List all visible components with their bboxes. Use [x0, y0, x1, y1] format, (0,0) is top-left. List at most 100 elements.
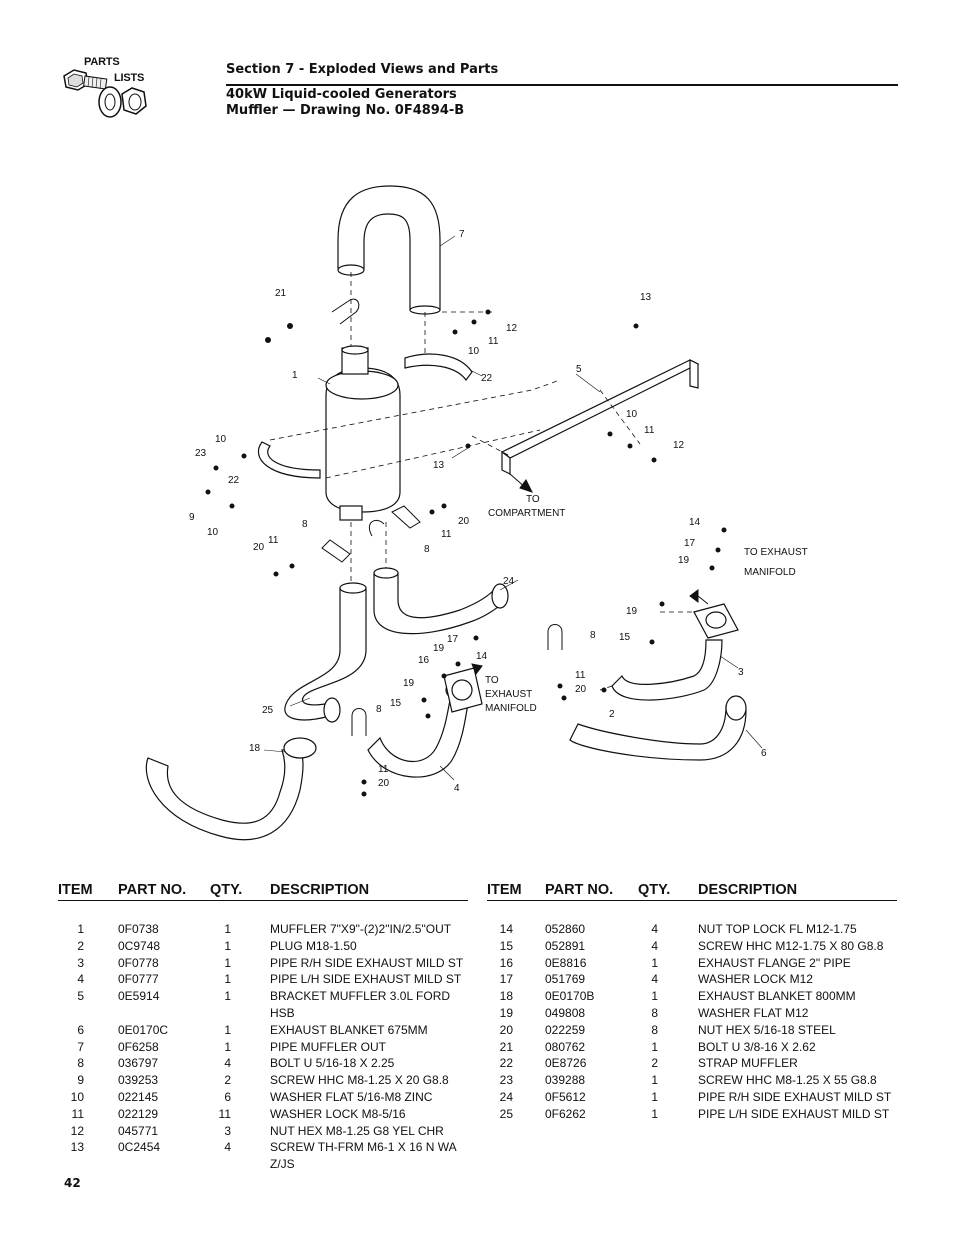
table-row-continuation: Z/JS	[58, 1157, 468, 1174]
header-item: ITEM	[487, 882, 522, 898]
cell-description: BRACKET MUFFLER 3.0L FORD	[270, 989, 451, 1004]
cell-qty: 1	[224, 1039, 231, 1054]
cell-qty: 3	[224, 1123, 231, 1138]
callout: 7	[459, 229, 465, 240]
cell-part-no: 022259	[545, 1022, 586, 1037]
cell-item: 2	[77, 938, 84, 953]
cell-part-no: 0F5612	[545, 1089, 586, 1104]
cell-part-no: 0C9748	[118, 938, 161, 953]
cell-qty: 4	[224, 1056, 231, 1071]
cell-item: 1	[77, 922, 84, 936]
callout: 23	[195, 448, 207, 459]
cell-qty: 1	[224, 989, 231, 1004]
cell-item: 18	[499, 989, 513, 1004]
callout: 10	[626, 409, 638, 420]
header-qty: QTY.	[638, 882, 671, 898]
cell-description: PLUG M18-1.50	[270, 938, 357, 953]
cell-part-no: 0F0778	[118, 955, 159, 970]
callout: 8	[590, 630, 596, 641]
callout: 19	[678, 555, 690, 566]
callout: 13	[433, 460, 445, 471]
callout: 25	[262, 705, 274, 716]
header-qty: QTY.	[210, 882, 243, 898]
cell-item: 17	[499, 972, 513, 987]
cell-description: SCREW HHC M8-1.25 X 55 G8.8	[698, 1073, 877, 1088]
cell-description: BOLT U 3/8-16 X 2.62	[698, 1039, 816, 1054]
cell-description: PIPE L/H SIDE EXHAUST MILD ST	[698, 1106, 890, 1121]
cell-item: 23	[499, 1073, 513, 1088]
table-row-continuation: HSB	[58, 1006, 468, 1023]
cell-description: PIPE MUFFLER OUT	[270, 1039, 387, 1054]
header-part-no: PART NO.	[118, 882, 187, 898]
cell-part-no: 0E8816	[545, 955, 587, 970]
callout: 11	[575, 670, 586, 681]
cell-description: EXHAUST BLANKET 675MM	[270, 1022, 428, 1037]
cell-description: WASHER FLAT 5/16-M8 ZINC	[270, 1089, 433, 1104]
callout: 19	[626, 606, 638, 617]
callout: 3	[738, 667, 744, 678]
cell-qty: 2	[651, 1056, 658, 1071]
cell-item: 11	[71, 1106, 84, 1121]
callout: 10	[215, 434, 227, 445]
cell-qty: 4	[651, 972, 658, 987]
callout: 2	[609, 709, 615, 720]
header-description: DESCRIPTION	[698, 882, 798, 898]
cell-part-no: 0F6258	[118, 1039, 159, 1054]
exploded-view-diagram: 7 21 13 12 11 10 1 22 5 10 11 12 10 23 2…	[145, 185, 808, 841]
cell-qty: 1	[224, 1022, 231, 1037]
callout: 20	[378, 778, 390, 789]
callout: 22	[228, 475, 240, 486]
cell-qty: 6	[224, 1089, 231, 1104]
cell-qty: 11	[218, 1106, 231, 1121]
cell-item: 19	[499, 1005, 513, 1020]
cell-qty: 4	[651, 922, 658, 936]
cell-item: 10	[70, 1089, 84, 1104]
label-to-exhaust-manifold-right-2: MANIFOLD	[744, 567, 796, 578]
cell-part-no: 0E5914	[118, 989, 160, 1004]
callout: 22	[481, 373, 493, 384]
cell-item: 24	[499, 1089, 513, 1104]
cell-qty: 1	[224, 972, 231, 987]
callout: 11	[378, 764, 389, 775]
cell-part-no: 022129	[118, 1106, 159, 1121]
cell-description: SCREW TH-FRM M6-1 X 16 N WA	[270, 1140, 457, 1155]
callout: 17	[684, 538, 696, 549]
callout: 15	[390, 698, 402, 709]
callout: 14	[689, 517, 701, 528]
cell-part-no: 045771	[118, 1123, 159, 1138]
cell-item: 7	[77, 1039, 84, 1054]
cell-part-no: 052860	[545, 922, 586, 936]
table-row: 7 0F6258 1 PIPE MUFFLER OUT	[58, 1040, 468, 1057]
exhaust-blanket-18	[145, 747, 304, 841]
cell-description: NUT TOP LOCK FL M12-1.75	[698, 922, 857, 936]
cell-item: 21	[499, 1039, 513, 1054]
callout: 11	[644, 425, 655, 436]
cell-part-no: 052891	[545, 938, 586, 953]
callout: 8	[424, 544, 430, 555]
cell-description: PIPE R/H SIDE EXHAUST MILD ST	[270, 955, 464, 970]
cell-part-no: 080762	[545, 1039, 586, 1054]
page-number: 42	[64, 1176, 81, 1190]
table-header: ITEM PART NO. QTY. DESCRIPTION	[487, 882, 897, 901]
cell-qty: 1	[651, 955, 658, 970]
cell-qty: 1	[224, 922, 231, 936]
cell-description: SCREW HHC M12-1.75 X 80 G8.8	[698, 938, 884, 953]
callout: 5	[576, 364, 582, 375]
cell-item: 15	[499, 938, 513, 953]
pipe-muffler-out	[337, 185, 441, 311]
callout: 12	[673, 440, 685, 451]
cell-description: BOLT U 5/16-18 X 2.25	[270, 1056, 395, 1071]
